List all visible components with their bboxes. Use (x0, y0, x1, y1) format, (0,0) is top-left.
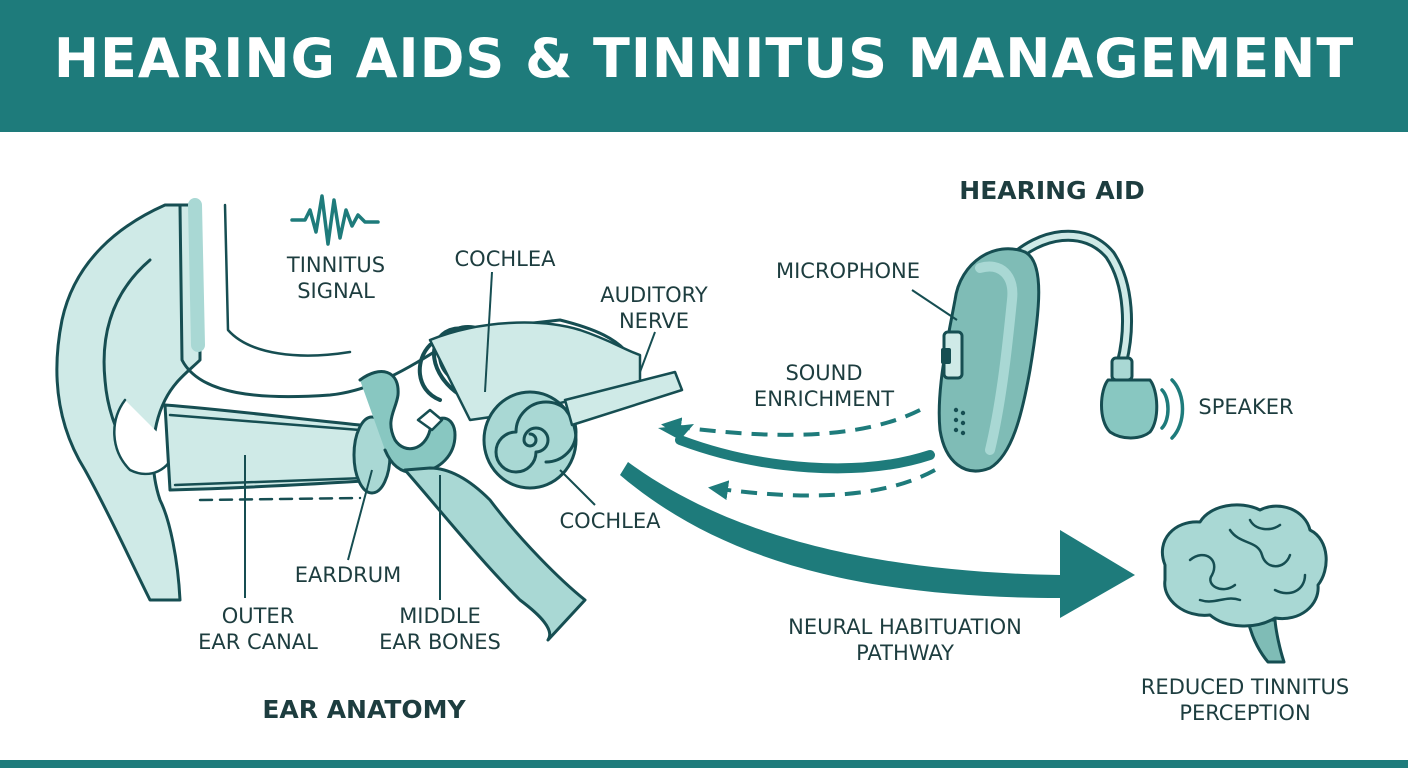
page-title: HEARING AIDS & TINNITUS MANAGEMENT (53, 27, 1355, 90)
hearing-aid-icon (937, 229, 1159, 473)
brain-outline (1161, 503, 1328, 628)
title-banner: HEARING AIDS & TINNITUS MANAGEMENT (0, 0, 1408, 132)
bottom-rule (0, 760, 1408, 768)
leader-cochlea-bottom (559, 469, 596, 506)
speaker-waves-icon (1160, 378, 1185, 440)
cochlea-shape (482, 390, 578, 490)
pathway-arrow-icon (620, 462, 1135, 618)
auditory-nerve-shape (563, 370, 684, 427)
brain-icon (1161, 503, 1328, 664)
label-auditory-nerve: AUDITORY NERVE (600, 283, 708, 333)
label-eardrum: EARDRUM (294, 563, 402, 587)
label-middle-ear-bones: MIDDLE EAR BONES (379, 604, 501, 654)
leader-auditory-nerve (639, 331, 656, 373)
solid-curved-arrow (675, 435, 935, 474)
leader-cochlea-top (484, 271, 493, 393)
leader-eardrum (347, 469, 373, 561)
sound-enrichment-arrows (658, 408, 936, 501)
label-speaker: SPEAKER (1198, 395, 1294, 419)
leader-microphone (911, 289, 958, 321)
label-outer-ear-canal: OUTER EAR CANAL (198, 604, 318, 654)
tinnitus-waveform-icon (290, 194, 380, 246)
eustachian-tube (403, 466, 587, 642)
microphone-ports (953, 407, 966, 436)
heading-ear-anatomy: EAR ANATOMY (262, 695, 466, 724)
label-tinnitus-signal: TINNITUS SIGNAL (286, 253, 386, 303)
label-sound-enrichment: SOUND ENRICHMENT (753, 361, 895, 411)
label-microphone: MICROPHONE (775, 259, 921, 283)
label-neural-habituation-pathway: NEURAL HABITUATION PATHWAY (788, 615, 1022, 665)
heading-hearing-aid: HEARING AID (959, 176, 1145, 205)
brain-stem (1246, 618, 1286, 664)
concha (113, 398, 177, 476)
label-cochlea-top: COCHLEA (454, 247, 556, 271)
hearing-aid-earpiece (1110, 356, 1134, 382)
label-reduced-tinnitus-perception: REDUCED TINNITUS PERCEPTION (1140, 675, 1350, 725)
pinna-shape (55, 203, 202, 602)
ear-illustration (55, 198, 684, 642)
label-cochlea-bottom: COCHLEA (559, 509, 661, 533)
